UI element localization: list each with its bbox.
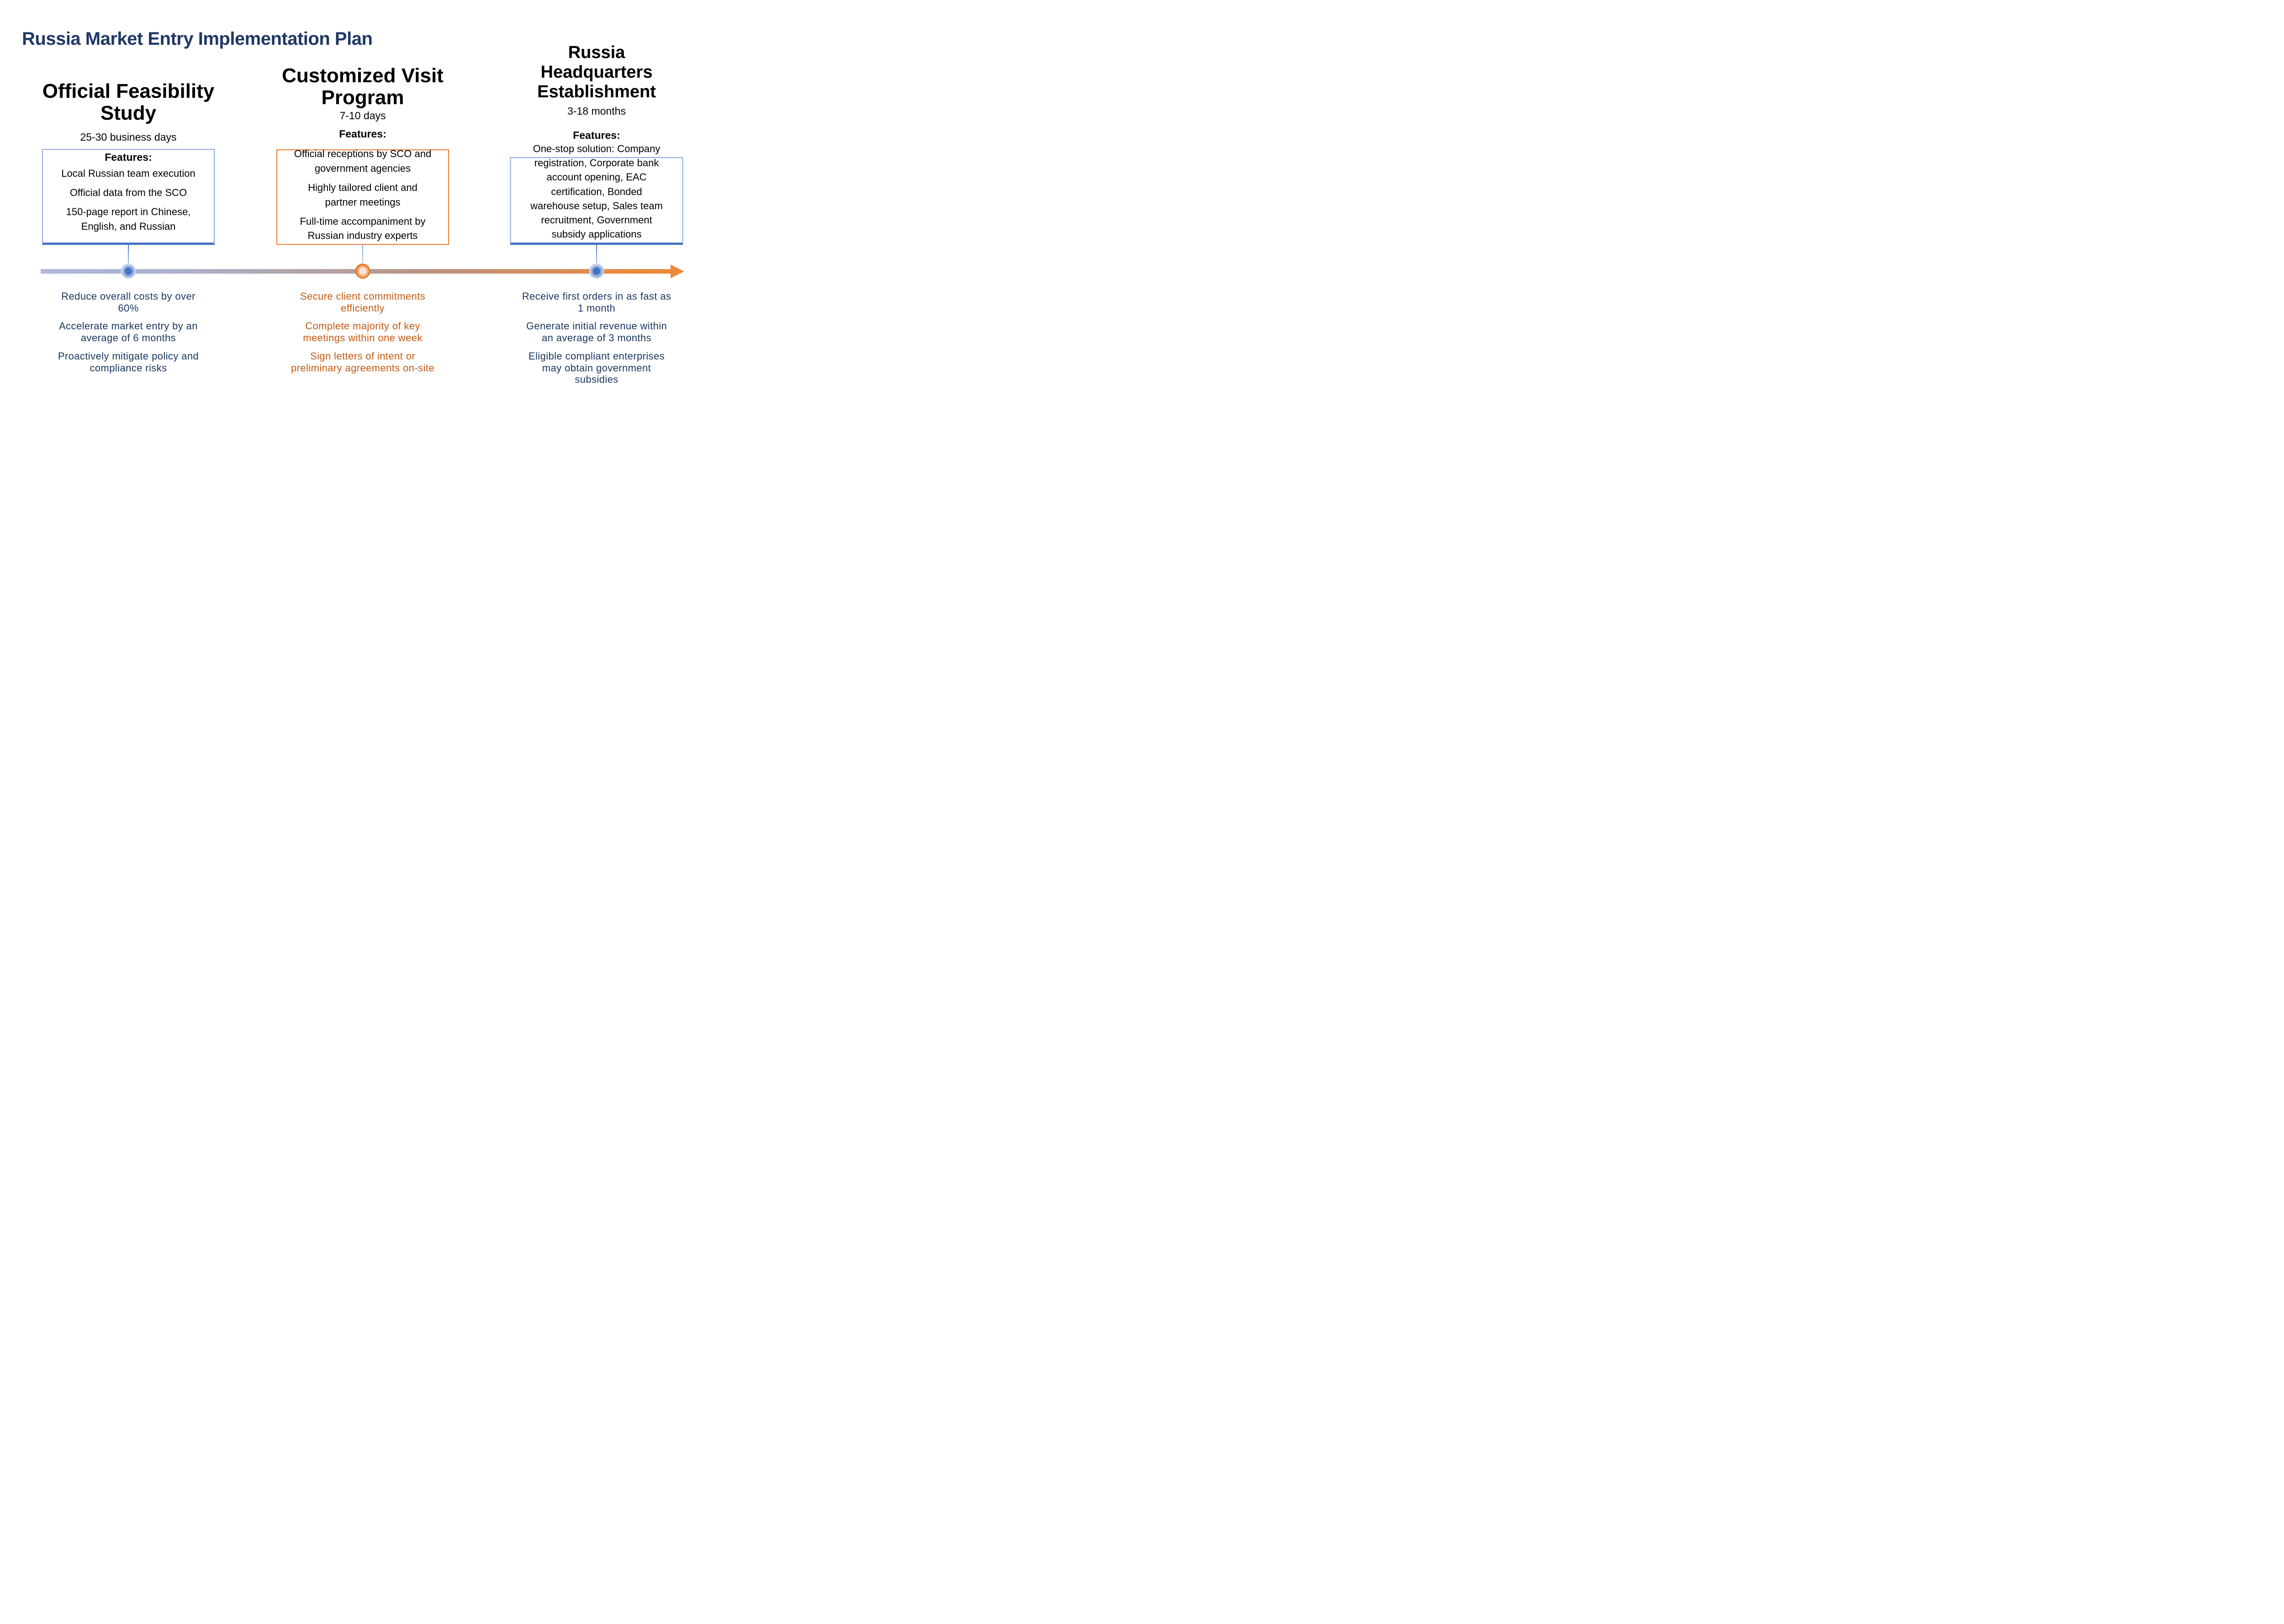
milestone-marker-icon — [121, 264, 136, 279]
features-label: Features: — [573, 129, 620, 141]
benefit-item: Secure client commitments efficiently — [300, 291, 426, 314]
benefits-list: Reduce overall costs by over 60% Acceler… — [30, 291, 227, 380]
timeline-arrowhead-icon — [671, 264, 684, 278]
features-box — [42, 149, 215, 245]
benefit-item: Eligible compliant enterprises may obtai… — [528, 350, 665, 386]
features-list: Official receptions by SCO and governmen… — [271, 147, 455, 243]
feature-item: One-stop solution: Company registration,… — [530, 143, 663, 240]
phase-title: Russia Headquarters Establishment — [537, 43, 656, 101]
milestone-marker-core — [593, 267, 600, 275]
milestone-marker-ring — [591, 265, 603, 277]
milestone-marker-core — [359, 267, 366, 275]
feature-item: Local Russian team execution — [61, 168, 196, 179]
feature-item: Official receptions by SCO and governmen… — [294, 148, 432, 174]
benefit-item: Complete majority of key meetings within… — [303, 320, 423, 344]
benefits-list: Secure client commitments efficiently Co… — [264, 291, 461, 380]
phase-duration: 3-18 months — [567, 105, 626, 117]
features-list: Local Russian team execution Official da… — [37, 166, 220, 234]
benefit-item: Sign letters of intent or preliminary ag… — [291, 350, 435, 374]
milestone-marker-icon — [355, 264, 370, 279]
feature-item: 150-page report in Chinese, English, and… — [66, 206, 191, 232]
slide-canvas: Russia Market Entry Implementation Plan … — [0, 0, 722, 406]
box-to-timeline-connector — [128, 245, 129, 264]
page-title: Russia Market Entry Implementation Plan — [22, 28, 373, 49]
benefit-item: Proactively mitigate policy and complian… — [58, 350, 199, 374]
benefit-item: Receive first orders in as fast as 1 mon… — [522, 291, 671, 314]
features-box — [510, 157, 683, 245]
phase-duration: 7-10 days — [339, 110, 386, 122]
feature-item: Official data from the SCO — [69, 186, 187, 198]
benefit-item: Accelerate market entry by an average of… — [59, 320, 198, 344]
phase-column-visit-program: Customized Visit Program 7-10 days Featu… — [264, 0, 461, 406]
box-to-timeline-connector — [362, 245, 363, 264]
milestone-marker-icon — [589, 264, 604, 279]
benefits-list: Receive first orders in as fast as 1 mon… — [498, 291, 695, 392]
features-box — [276, 149, 449, 245]
phase-title: Customized Visit Program — [282, 64, 444, 109]
feature-item: Highly tailored client and partner meeti… — [308, 181, 418, 208]
box-to-timeline-connector — [596, 245, 597, 264]
features-label: Features: — [105, 151, 152, 163]
milestone-marker-ring — [357, 265, 369, 277]
benefit-item: Generate initial revenue within an avera… — [526, 320, 667, 344]
milestone-marker-core — [125, 267, 132, 275]
phase-column-feasibility-study: Official Feasibility Study 25-30 busines… — [30, 0, 227, 406]
phase-title: Official Feasibility Study — [42, 80, 215, 124]
phase-column-headquarters-establishment: Russia Headquarters Establishment 3-18 m… — [498, 0, 695, 406]
milestone-marker-ring — [122, 265, 134, 277]
phase-duration: 25-30 business days — [80, 131, 177, 143]
features-list: One-stop solution: Company registration,… — [505, 142, 688, 242]
benefit-item: Reduce overall costs by over 60% — [61, 291, 196, 314]
feature-item: Full-time accompaniment by Russian indus… — [300, 215, 426, 242]
features-label: Features: — [339, 128, 386, 140]
